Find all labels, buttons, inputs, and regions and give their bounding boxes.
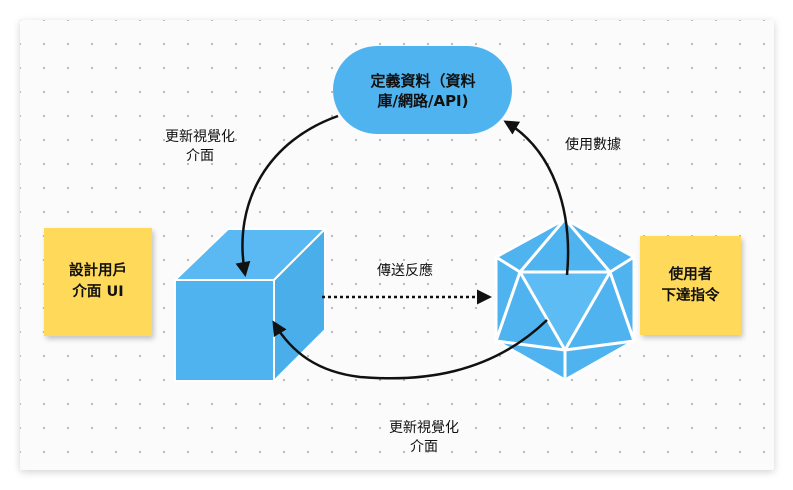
arrow-data-to-ui bbox=[235, 114, 339, 277]
arrow-user-to-ui bbox=[272, 319, 548, 380]
cube-shape[interactable] bbox=[172, 226, 328, 384]
data-source-pill[interactable] bbox=[333, 46, 512, 134]
sticky-ui-design-label: 設計用戶 介面 UI bbox=[69, 263, 127, 300]
edge-label-use-data: 使用數據 bbox=[565, 137, 621, 153]
edge-label-update-visual-bottom: 更新視覺化 介面 bbox=[389, 420, 459, 455]
sticky-ui-design[interactable]: 設計用戶 介面 UI bbox=[44, 228, 152, 336]
data-source-label: 定義資料（資料 庫/網路/API) bbox=[370, 72, 476, 110]
arrow-user-to-data bbox=[503, 120, 570, 276]
icosahedron-shape[interactable] bbox=[494, 217, 636, 382]
sticky-user-commands-label: 使用者 下達指令 bbox=[661, 266, 720, 304]
edge-label-update-visual-top: 更新視覺化 介面 bbox=[165, 129, 235, 164]
sticky-user-commands[interactable]: 使用者 下達指令 bbox=[640, 236, 741, 335]
edge-label-send-feedback: 傳送反應 bbox=[377, 263, 433, 279]
